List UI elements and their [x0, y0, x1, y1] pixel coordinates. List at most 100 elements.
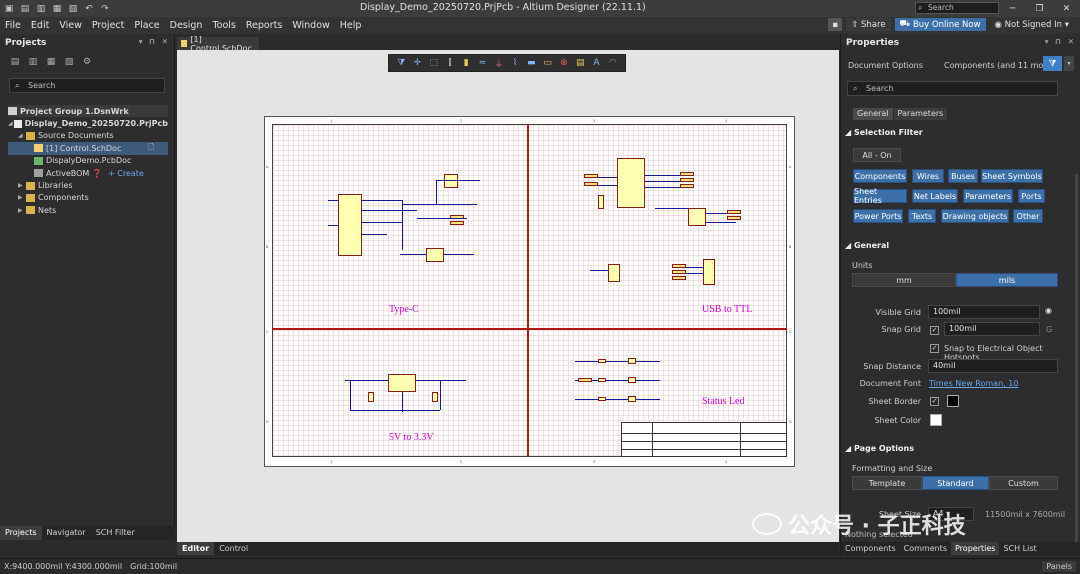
wire-icon[interactable]: ≈ — [478, 58, 487, 68]
filter-other-button[interactable]: Other — [1013, 209, 1043, 223]
units-mm-option[interactable]: mm — [852, 273, 956, 287]
tab-comments[interactable]: Comments — [903, 544, 947, 553]
panel-controls-icon[interactable]: ▾ ⊓ ✕ — [138, 37, 170, 46]
net-label[interactable] — [727, 216, 741, 220]
port-icon[interactable]: ▭ — [543, 58, 552, 68]
menu-reports[interactable]: Reports — [245, 20, 283, 31]
format-template-option[interactable]: Template — [852, 476, 922, 490]
tab-control[interactable]: Control — [219, 544, 249, 553]
save-project-icon[interactable]: ▤ — [10, 57, 20, 67]
save-all-icon[interactable]: ▥ — [36, 3, 46, 14]
folder-icon[interactable]: ▧ — [68, 3, 78, 14]
document-font-link[interactable]: Times New Roman, 10 — [929, 379, 1019, 388]
folder-open-icon[interactable]: ▦ — [46, 57, 56, 67]
undo-icon[interactable]: ↶ — [85, 3, 93, 14]
menu-view[interactable]: View — [59, 20, 82, 31]
net-label[interactable] — [450, 221, 464, 225]
capacitor[interactable] — [432, 392, 438, 402]
sheet-color-swatch[interactable] — [930, 414, 942, 426]
menu-tools[interactable]: Tools — [212, 20, 236, 31]
collapse-icon[interactable]: ◢ — [18, 132, 23, 140]
sheet-border-checkbox[interactable]: ✓ — [930, 397, 939, 406]
tab-projects[interactable]: Projects — [0, 526, 42, 540]
filter-buses-button[interactable]: Buses — [948, 169, 978, 183]
page-options-header[interactable]: ◢ Page Options — [845, 444, 914, 453]
filter-parameters-button[interactable]: Parameters — [963, 189, 1013, 203]
sheet-border-color-swatch[interactable] — [947, 395, 959, 407]
net-label[interactable] — [680, 178, 694, 182]
menu-file[interactable]: File — [5, 20, 21, 31]
snap-grid-checkbox[interactable]: ✓ — [930, 326, 939, 335]
tab-sch-list[interactable]: SCH List — [1003, 544, 1037, 553]
diode-component[interactable] — [444, 174, 458, 188]
align-icon[interactable]: ⫿ — [448, 58, 452, 68]
tree-item-project-group[interactable]: Project Group 1.DsnWrk — [8, 105, 168, 118]
projects-search-input[interactable]: ⌕ Search — [9, 78, 165, 93]
net-label[interactable] — [584, 182, 598, 186]
tab-properties[interactable]: Properties — [951, 542, 1000, 555]
tab-parameters[interactable]: Parameters — [893, 108, 948, 120]
close-button[interactable]: ✕ — [1062, 3, 1071, 14]
maximize-button[interactable]: ❐ — [1035, 3, 1044, 14]
menu-edit[interactable]: Edit — [30, 20, 50, 31]
visible-grid-input[interactable]: 100mil — [928, 305, 1040, 319]
capacitor[interactable] — [368, 392, 374, 402]
snap-electrical-checkbox[interactable]: ✓ — [930, 344, 939, 353]
snap-distance-input[interactable]: 40mil — [928, 359, 1058, 373]
tree-item-source-documents[interactable]: ◢ Source Documents — [8, 130, 168, 142]
led[interactable] — [628, 358, 636, 364]
create-link[interactable]: + Create — [108, 168, 144, 178]
ldo-regulator[interactable] — [388, 374, 416, 392]
filter-icon[interactable]: ⧩ — [1043, 56, 1062, 71]
general-section-header[interactable]: ◢ General — [845, 241, 890, 250]
filter-ports-button[interactable]: Ports — [1018, 189, 1045, 203]
help-icon[interactable]: ❓ — [92, 168, 103, 178]
menu-place[interactable]: Place — [134, 20, 160, 31]
tree-item-nets[interactable]: ▶ Nets — [8, 204, 168, 216]
save-icon[interactable]: ▤ — [20, 3, 30, 14]
format-custom-option[interactable]: Custom — [989, 476, 1058, 490]
move-icon[interactable]: ✛ — [413, 58, 422, 68]
pin-header[interactable] — [703, 259, 715, 285]
tree-item-project[interactable]: ◢ Display_Demo_20250720.PrjPcb — [8, 117, 168, 129]
redo-icon[interactable]: ↷ — [101, 3, 109, 14]
select-icon[interactable]: ⬚ — [429, 58, 438, 68]
filter-sheet-symbols-button[interactable]: Sheet Symbols — [981, 169, 1043, 183]
harness-icon[interactable]: ⌇ — [512, 58, 518, 68]
menu-help[interactable]: Help — [339, 20, 362, 31]
filter-icon[interactable]: ⧩ — [397, 58, 406, 68]
power-port-icon[interactable]: ⏚ — [494, 59, 504, 70]
units-mils-option[interactable]: mils — [956, 273, 1058, 287]
expand-icon[interactable]: ▶ — [18, 182, 23, 190]
tab-editor[interactable]: Editor — [177, 542, 215, 555]
place-part-icon[interactable]: ▮ — [463, 58, 469, 68]
eye-icon[interactable]: ◉ — [1045, 306, 1052, 315]
capacitor[interactable] — [598, 195, 604, 209]
tab-components[interactable]: Components — [845, 544, 896, 553]
global-search-input[interactable]: ⌕ Search — [915, 2, 999, 14]
resistor[interactable] — [598, 378, 606, 382]
arc-icon[interactable]: ◠ — [608, 58, 617, 68]
buy-online-button[interactable]: ⛟ Buy Online Now — [894, 18, 986, 31]
net-label[interactable] — [578, 378, 592, 382]
tree-item-components[interactable]: ▶ Components — [8, 192, 168, 204]
text-icon[interactable]: A — [593, 58, 600, 68]
sheet-size-select[interactable]: A4 ▾ — [928, 507, 974, 521]
filter-power-ports-button[interactable]: Power Ports — [853, 209, 903, 223]
share-button[interactable]: ⇧ Share — [846, 18, 891, 31]
resistor[interactable] — [598, 359, 606, 363]
tree-item-control-schdoc[interactable]: [1] Control.SchDoc 🗋 — [8, 142, 168, 155]
properties-search-input[interactable]: ⌕ Search — [847, 81, 1058, 96]
net-label[interactable] — [584, 174, 598, 178]
folder-close-icon[interactable]: ▧ — [64, 57, 74, 67]
resistor[interactable] — [598, 397, 606, 401]
filter-texts-button[interactable]: Texts — [908, 209, 936, 223]
minimize-button[interactable]: ─ — [1009, 3, 1016, 14]
expand-icon[interactable]: ▶ — [18, 194, 23, 202]
net-label[interactable] — [680, 184, 694, 188]
open-icon[interactable]: ▦ — [52, 3, 62, 14]
document-icon[interactable]: 🗋 — [148, 142, 154, 151]
usb-typec-connector[interactable] — [338, 194, 362, 256]
format-standard-option[interactable]: Standard — [922, 476, 989, 490]
filter-net-labels-button[interactable]: Net Labels — [912, 189, 958, 203]
